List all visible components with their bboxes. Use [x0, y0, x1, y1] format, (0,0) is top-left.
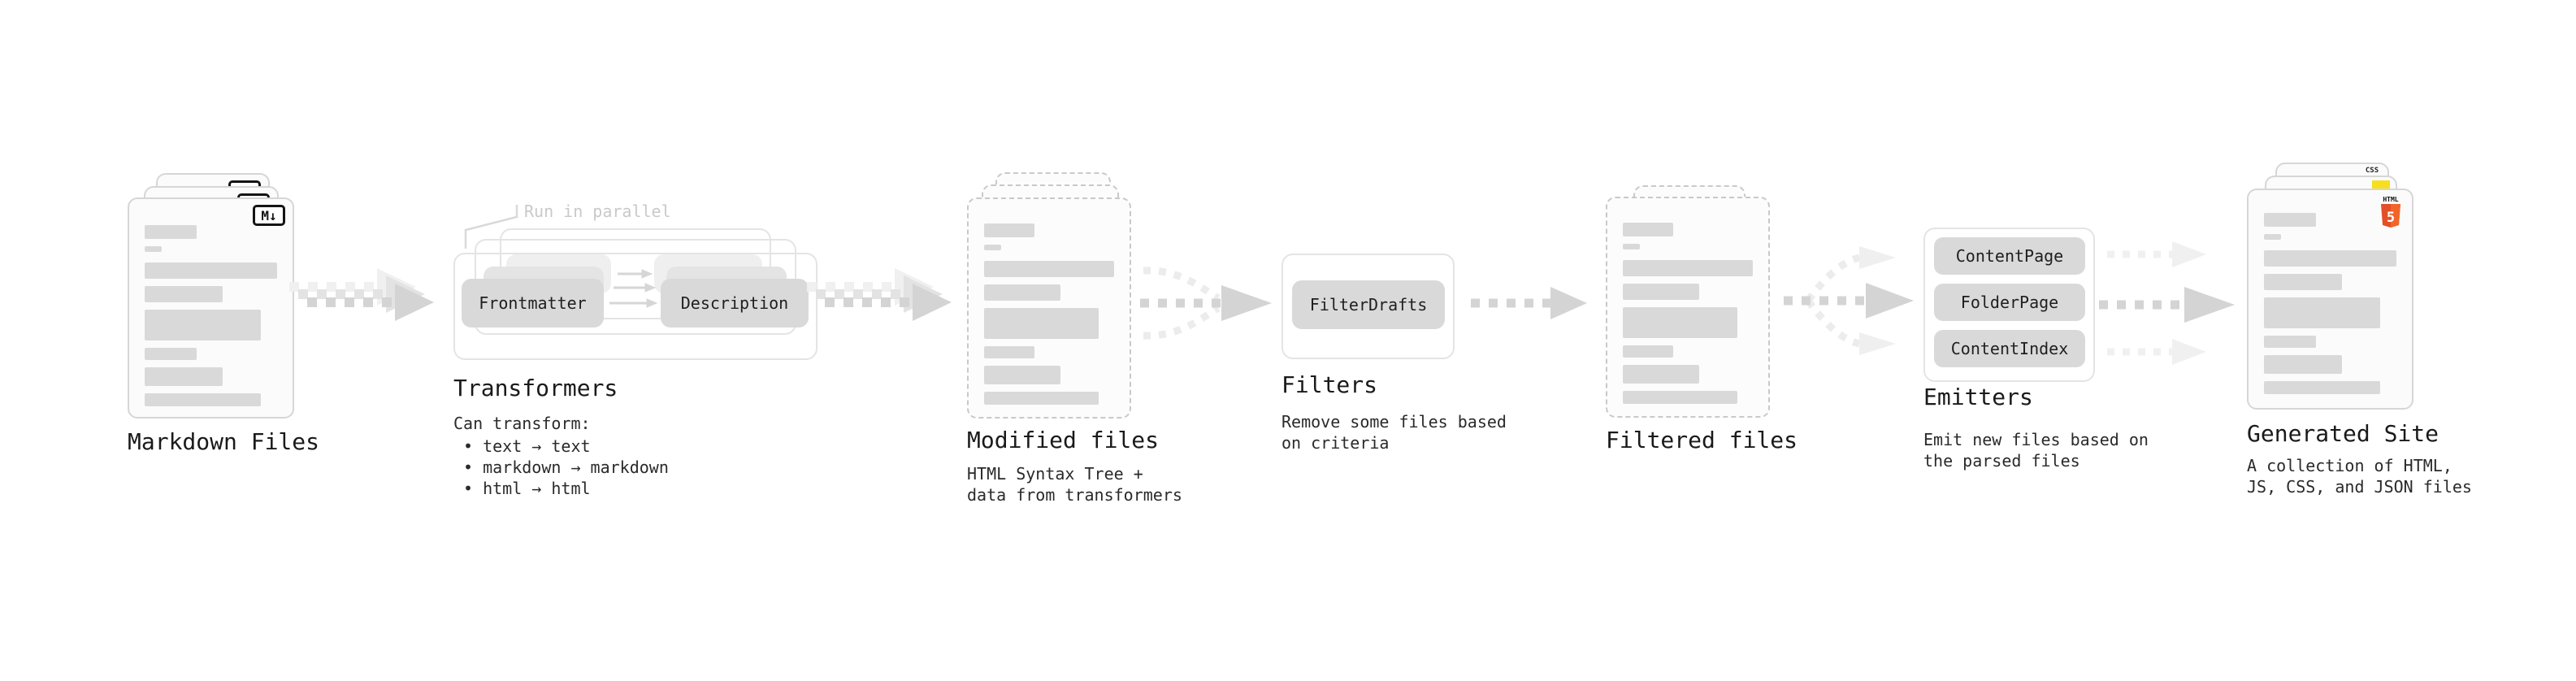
parallel-transform-arrows-icon — [609, 269, 658, 308]
transformers-note-item: • markdown → markdown — [463, 458, 669, 477]
run-in-parallel-note: Run in parallel — [524, 202, 671, 221]
flow-arrow-markdown-to-transformers-icon — [289, 268, 434, 321]
svg-text:HTML: HTML — [2383, 196, 2398, 203]
flow-arrow-fanout-to-emitters-icon — [1784, 246, 1914, 355]
filtered-file-card-front — [1606, 197, 1770, 418]
modified-files-subtitle: data from transformers — [967, 485, 1182, 505]
markdown-file-card-front: M↓ — [128, 197, 294, 419]
document-placeholder-lines — [145, 225, 277, 406]
filtered-files-title: Filtered files — [1606, 427, 1798, 453]
markdown-files-title: Markdown Files — [128, 428, 320, 455]
emitters-subtitle: the parsed files — [1923, 451, 2080, 471]
transformers-title: Transformers — [453, 375, 618, 401]
generated-site-subtitle: A collection of HTML, — [2247, 456, 2452, 475]
flow-arrow-transformers-to-modified-icon — [807, 268, 952, 321]
transformers-note-item: • text → text — [463, 436, 591, 456]
transformers-note-item: • html → html — [463, 479, 591, 498]
generated-site-title: Generated Site — [2247, 420, 2439, 447]
emitters-subtitle: Emit new files based on — [1923, 430, 2149, 449]
html5-logo-icon: HTML 5 — [2381, 196, 2400, 228]
description-step-chip: Description — [661, 279, 809, 327]
transformer-run-box-front — [453, 253, 817, 360]
document-placeholder-lines — [984, 223, 1114, 405]
document-placeholder-lines — [1623, 223, 1753, 404]
flow-arrows-emitters-to-site-icon — [2099, 241, 2235, 365]
markdown-icon: M↓ — [253, 205, 285, 226]
filters-subtitle: on criteria — [1281, 433, 1390, 453]
flow-arrow-filters-to-filtered-icon — [1471, 287, 1587, 319]
annotation-leader-line-icon — [464, 205, 518, 249]
generated-file-card-html: HTML 5 — [2247, 189, 2413, 410]
modified-file-card-front — [967, 197, 1131, 419]
modified-files-title: Modified files — [967, 427, 1160, 453]
folderpage-emitter-chip: FolderPage — [1934, 284, 2085, 321]
contentpage-emitter-chip: ContentPage — [1934, 237, 2085, 275]
filters-subtitle: Remove some files based — [1281, 412, 1507, 432]
modified-files-subtitle: HTML Syntax Tree + — [967, 464, 1143, 484]
transformers-note-title: Can transform: — [453, 414, 591, 433]
flow-arrow-converge-to-filters-icon — [1140, 267, 1272, 340]
svg-text:5: 5 — [2387, 210, 2395, 226]
generated-site-subtitle: JS, CSS, and JSON files — [2247, 477, 2472, 497]
filters-title: Filters — [1281, 371, 1378, 398]
filterdrafts-chip: FilterDrafts — [1292, 280, 1445, 329]
emitters-title: Emitters — [1923, 384, 2033, 410]
contentindex-emitter-chip: ContentIndex — [1934, 330, 2085, 367]
frontmatter-step-chip: Frontmatter — [462, 279, 604, 327]
document-placeholder-lines — [2264, 213, 2396, 394]
